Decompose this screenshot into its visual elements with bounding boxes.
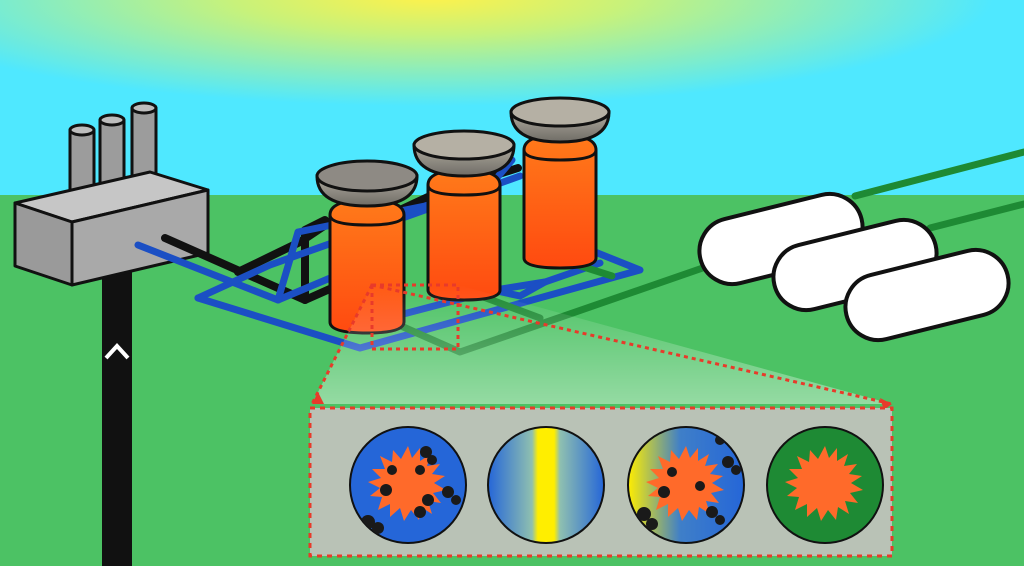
storage-tank (843, 247, 1011, 343)
reactor-3 (509, 96, 611, 270)
zoom-source-box (370, 283, 460, 351)
storage-tanks (697, 191, 1011, 343)
zoom-panel-microbe-with-particles (349, 426, 467, 544)
reactor-2 (412, 129, 516, 302)
microbe-icon (785, 446, 863, 521)
zoom-panel-light-band (487, 426, 605, 544)
power-pole (102, 262, 132, 566)
microbe-icon (646, 446, 724, 521)
zoom-panel-microbe-light-particles (627, 426, 745, 544)
factory-icon (13, 101, 210, 287)
zoom-panel-microbe-clean (766, 426, 884, 544)
